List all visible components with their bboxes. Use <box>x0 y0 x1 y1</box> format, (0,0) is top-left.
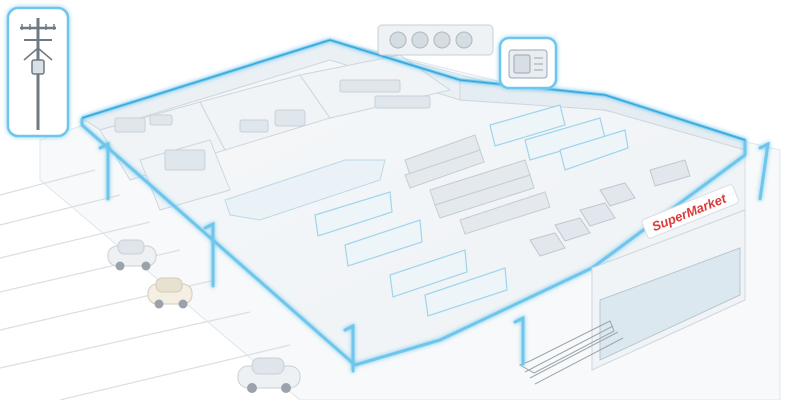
sensor-perimeter-inner <box>81 39 746 141</box>
utility-pole-callout <box>6 6 70 138</box>
wall-sensors <box>98 141 770 373</box>
hvac-callout <box>498 36 558 90</box>
utility-pole-icon <box>20 18 56 130</box>
shopping-carts <box>518 320 624 385</box>
shelf-rows <box>404 134 551 235</box>
storefront-glass <box>599 247 741 361</box>
service-counter <box>224 159 386 221</box>
car <box>237 357 301 393</box>
car <box>107 239 157 271</box>
office-furniture <box>114 79 431 171</box>
refrigerated-cases <box>314 104 629 317</box>
car <box>147 277 193 309</box>
hvac-unit-icon <box>508 49 548 79</box>
rooftop-condensers <box>377 24 494 56</box>
checkout-lanes <box>529 159 691 257</box>
